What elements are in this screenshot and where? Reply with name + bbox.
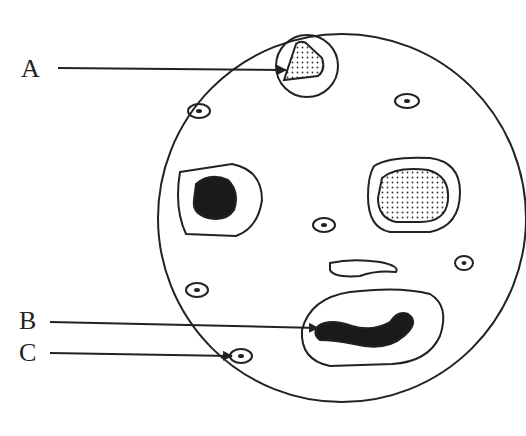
white-cell	[276, 35, 338, 97]
white-cell	[368, 158, 460, 232]
leader-line	[50, 322, 318, 328]
white-cell	[302, 289, 443, 366]
callout-letter: C	[18, 340, 37, 366]
cell-nucleus	[378, 169, 448, 222]
red-cells	[186, 94, 473, 363]
white-cell	[178, 164, 262, 236]
platelet	[330, 260, 397, 276]
field-of-view	[158, 34, 526, 402]
callout-letter: B	[18, 308, 37, 334]
cell-nucleus	[284, 42, 323, 80]
leader-line	[50, 353, 232, 356]
cell-nucleus	[315, 313, 413, 347]
leader-line	[58, 68, 286, 70]
callout-letter: A	[20, 56, 41, 82]
red-cell-centres	[194, 99, 467, 358]
cell-nucleus	[194, 177, 236, 219]
